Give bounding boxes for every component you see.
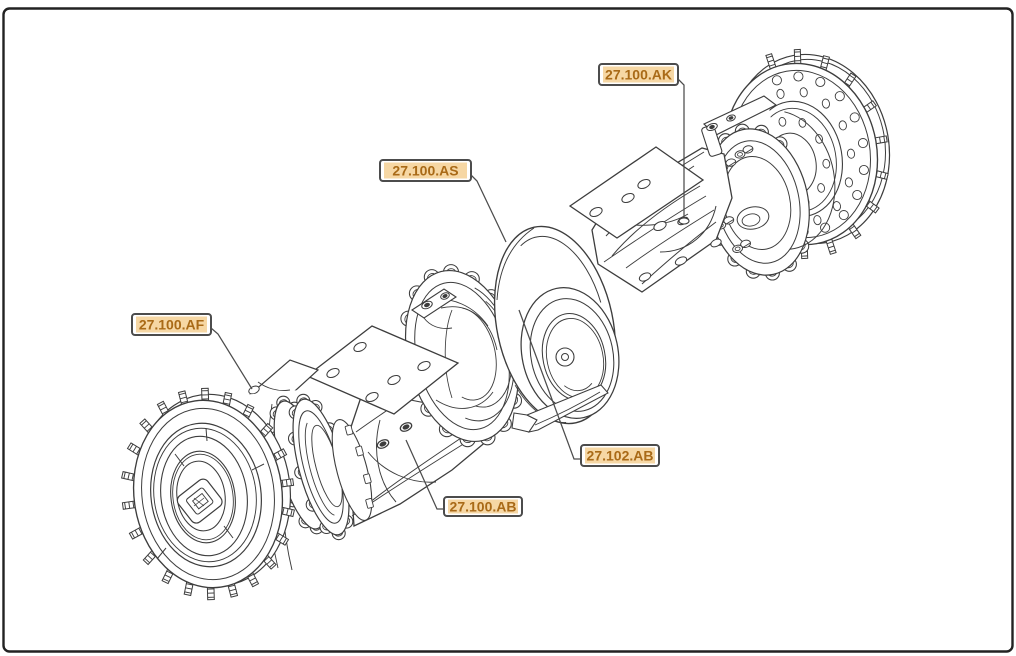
svg-text:27.100.AB: 27.100.AB — [450, 499, 517, 515]
svg-text:27.100.AS: 27.100.AS — [392, 163, 458, 179]
svg-text:27.100.AF: 27.100.AF — [139, 317, 205, 333]
svg-text:27.100.AK: 27.100.AK — [605, 67, 672, 83]
svg-text:27.102.AB: 27.102.AB — [587, 448, 654, 464]
